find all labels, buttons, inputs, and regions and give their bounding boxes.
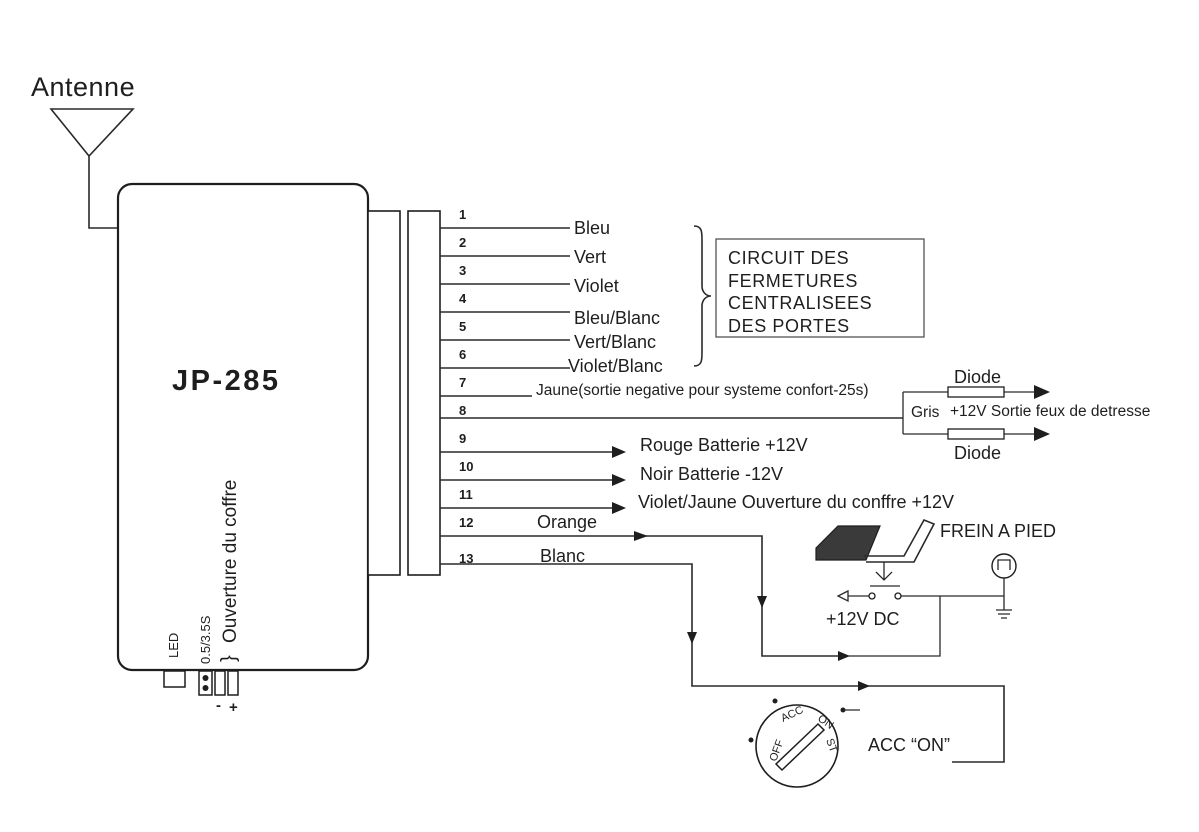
ignition-key (774, 722, 826, 772)
brake-circuit: FREIN A PIED +12V DC (815, 518, 1056, 657)
wire-label: Noir Batterie -12V (640, 464, 783, 484)
wire-arrow (612, 502, 626, 514)
wire-arrow (612, 474, 626, 486)
hazard-output: Diode Diode Gris +12V Sortie feux de det… (902, 367, 1150, 463)
ignition-switch: OFF ACC ON ST ACC “ON” (748, 698, 950, 788)
supply-arrow (836, 589, 849, 603)
diode-top-symbol (947, 386, 1005, 398)
orange-wire (440, 535, 848, 657)
jumper-dot-bottom (202, 685, 209, 691)
hazard-arrow-bottom (1034, 427, 1050, 441)
control-wires (440, 531, 1005, 763)
orange-arrow-right (838, 651, 850, 661)
ignition-terminal-left (748, 737, 754, 743)
jumper-dot-top (202, 675, 209, 681)
switch-contact-right (894, 592, 902, 600)
central-locking-box (715, 238, 925, 338)
wire-arrow (612, 446, 626, 458)
wire-pin-number: 11 (459, 487, 473, 502)
lamp-filament (997, 559, 1011, 570)
wire-pin-number: 5 (459, 319, 466, 334)
wire-pin-number: 1 (459, 207, 466, 222)
wire-pin-number: 9 (459, 431, 466, 446)
orange-arrow-down (757, 596, 767, 608)
wire-pin-number: 13 (459, 551, 473, 566)
brake-title: FREIN A PIED (940, 521, 1056, 541)
central-locking-line3: CENTRALISEES (728, 293, 872, 313)
trunk-brace: } (218, 655, 240, 662)
orange-arrow-mid (634, 531, 648, 541)
brake-tap (848, 596, 941, 657)
trunk-terminal-minus[interactable] (214, 670, 226, 696)
wire-label: Rouge Batterie +12V (640, 435, 808, 455)
wire-pin-number: 8 (459, 403, 466, 418)
central-locking-line1: CIRCUIT DES (728, 248, 849, 268)
timing-jumper[interactable] (198, 670, 213, 696)
wire-label: Jaune(sortie negative pour systeme confo… (536, 382, 869, 399)
wire-pin-number: 4 (459, 291, 467, 306)
ignition-st: ST (823, 737, 839, 755)
trunk-label: Ouverture du coffre (220, 480, 241, 643)
led-indicator (163, 670, 186, 688)
wire-label: Violet/Blanc (568, 356, 663, 376)
antenna-lead (88, 156, 118, 229)
wire-connector (367, 210, 441, 576)
lamp-lead (996, 578, 1012, 619)
hazard-output-label: +12V Sortie feux de detresse (950, 403, 1150, 420)
antenna-icon (49, 108, 135, 158)
timing-label: 0.5/3.5S (198, 615, 213, 664)
wire-label: Blanc (540, 546, 585, 566)
antenna: Antenne (31, 72, 135, 229)
wire-pin-number: 7 (459, 375, 466, 390)
wire-label: Bleu/Blanc (574, 308, 660, 328)
wire-label: Bleu (574, 218, 610, 238)
wire-label: Vert (574, 247, 606, 267)
ignition-icon (755, 704, 839, 788)
module-body (116, 182, 370, 672)
antenna-label: Antenne (31, 72, 135, 102)
wire-pin-number: 10 (459, 459, 473, 474)
diode-top-label: Diode (954, 367, 1001, 387)
control-module: JP-285 Ouverture du coffre } 0.5/3.5S LE… (116, 182, 370, 716)
pedal-arm (864, 518, 936, 563)
central-locking-brace (693, 225, 712, 367)
hazard-arrow-top (1034, 385, 1050, 399)
brake-supply-label: +12V DC (826, 609, 900, 629)
plus-label: + (229, 699, 238, 716)
wire-label: Orange (537, 512, 597, 532)
connector-housing (367, 210, 401, 576)
diode-bottom-label: Diode (954, 443, 1001, 463)
ignition-terminal-acc (772, 698, 778, 704)
central-locking-line4: DES PORTES (728, 316, 850, 336)
blanc-arrow-right (858, 681, 870, 691)
gris-label: Gris (911, 404, 940, 421)
wire-pin-number: 3 (459, 263, 466, 278)
wire-pin-number: 6 (459, 347, 466, 362)
wire-pin-number: 2 (459, 235, 466, 250)
brake-switch (848, 562, 1000, 597)
wire-label: Violet (574, 276, 619, 296)
brake-lamp-icon (991, 553, 1017, 579)
wire-label: Vert/Blanc (574, 332, 656, 352)
led-label: LED (166, 633, 181, 658)
trunk-terminal-plus[interactable] (227, 670, 239, 696)
switch-contact-left (868, 592, 876, 600)
wire-label: Violet/Jaune Ouverture du conffre +12V (638, 492, 954, 512)
brake-pedal-icon (815, 525, 881, 561)
wire-lines (440, 227, 903, 514)
minus-label: - (216, 697, 221, 714)
wire-pin-number: 12 (459, 515, 473, 530)
diode-bottom-symbol (947, 428, 1005, 440)
module-name: JP-285 (172, 365, 281, 397)
central-locking: CIRCUIT DES FERMETURES CENTRALISEES DES … (693, 225, 925, 367)
ignition-label: ACC “ON” (868, 735, 950, 755)
blanc-wire (440, 563, 1005, 763)
connector-plug (407, 210, 441, 576)
central-locking-line2: FERMETURES (728, 271, 858, 291)
blanc-arrow-down (687, 632, 697, 644)
